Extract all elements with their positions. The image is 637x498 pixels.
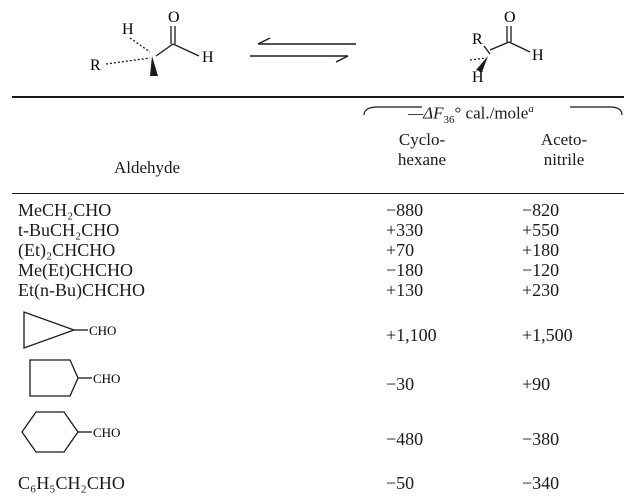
value-cyclohexane: −180 (386, 260, 424, 280)
column-header-acetonitrile: Aceto- nitrile (508, 130, 620, 170)
cyclopropyl-structure: CHO (16, 308, 146, 357)
aldehyde-name: MeCH₂CHO (18, 200, 112, 220)
quantity-units: ° cal./mole (454, 103, 529, 123)
equilibrium-arrows (250, 37, 356, 63)
column-header-cyclohexane: Cyclo- hexane (366, 130, 478, 170)
value-acetonitrile: −120 (522, 260, 560, 280)
value-acetonitrile: −820 (522, 200, 560, 220)
value-cyclohexane: −50 (386, 473, 415, 493)
value-acetonitrile: +1,500 (522, 325, 573, 345)
value-acetonitrile: +550 (522, 220, 560, 240)
table-row: CHO +1,100 +1,500 (0, 311, 637, 349)
value-cyclohexane: −880 (386, 200, 424, 220)
table-header-rule (12, 193, 624, 194)
table-row: Me(Et)CHCHO −180 −120 (0, 260, 637, 280)
left-o-label: O (168, 9, 180, 26)
right-o-label: O (504, 9, 516, 26)
column-header-acetonitrile-line2: nitrile (543, 150, 585, 169)
table-row: C₆H₅CH₂CHO −50 −340 (0, 473, 637, 493)
quantity-subscript: 36 (443, 114, 455, 127)
value-cyclohexane: +1,100 (386, 325, 437, 345)
value-acetonitrile: +230 (522, 280, 560, 300)
left-conformer: H O R H (90, 9, 214, 76)
table-row: MeCH₂CHO −880 −820 (0, 200, 637, 220)
table-row: t-BuCH₂CHO +330 +550 (0, 220, 637, 240)
quantity-header: —ΔF36° cal./molea (360, 103, 637, 127)
right-conformer: R O H H (469, 9, 544, 86)
aldehyde-name: (Et)₂CHCHO (18, 240, 116, 260)
ring-substituent-label: CHO (89, 323, 116, 338)
value-cyclohexane: +130 (386, 280, 424, 300)
value-acetonitrile: +180 (522, 240, 560, 260)
table-top-rule (12, 96, 624, 98)
quantity-prefix: —ΔF (408, 103, 444, 123)
table-row: CHO −30 +90 (0, 359, 637, 397)
value-acetonitrile: −380 (522, 429, 560, 449)
column-header-cyclohexane-line1: Cyclo- (398, 130, 446, 149)
value-acetonitrile: −340 (522, 473, 560, 493)
conformer-equilibrium-scheme: H O R H R O H H (0, 0, 637, 92)
quantity-label: —ΔF36° cal./molea (408, 103, 534, 126)
cyclohexyl-structure: CHO (16, 407, 146, 462)
aldehyde-name: Me(Et)CHCHO (18, 260, 133, 280)
left-cho-h-label: H (202, 49, 214, 66)
value-cyclohexane: −480 (386, 429, 424, 449)
table-row: (Et)₂CHCHO +70 +180 (0, 240, 637, 260)
ring-substituent-label: CHO (93, 425, 120, 440)
value-acetonitrile: +90 (522, 374, 551, 394)
value-cyclohexane: +70 (386, 240, 415, 260)
quantity-footnote-mark: a (528, 103, 534, 115)
column-header-aldehyde: Aldehyde (113, 158, 181, 177)
value-cyclohexane: −30 (386, 374, 415, 394)
aldehyde-name: Et(n-Bu)CHCHO (18, 280, 145, 300)
ring-substituent-label: CHO (93, 371, 120, 386)
left-r-label: R (90, 57, 101, 74)
right-cho-h-label: H (532, 47, 544, 64)
value-cyclohexane: +330 (386, 220, 424, 240)
aldehyde-name: t-BuCH₂CHO (18, 220, 120, 240)
left-h-label: H (122, 21, 134, 38)
table-row: CHO −480 −380 (0, 411, 637, 453)
right-r-label: R (472, 31, 483, 48)
aldehyde-name: C₆H₅CH₂CHO (18, 473, 125, 493)
right-h-label: H (472, 69, 484, 86)
cyclopentyl-structure: CHO (16, 354, 146, 407)
column-header-acetonitrile-line1: Aceto- (540, 130, 588, 149)
column-header-cyclohexane-line2: hexane (397, 150, 447, 169)
table-row: Et(n-Bu)CHCHO +130 +230 (0, 280, 637, 300)
